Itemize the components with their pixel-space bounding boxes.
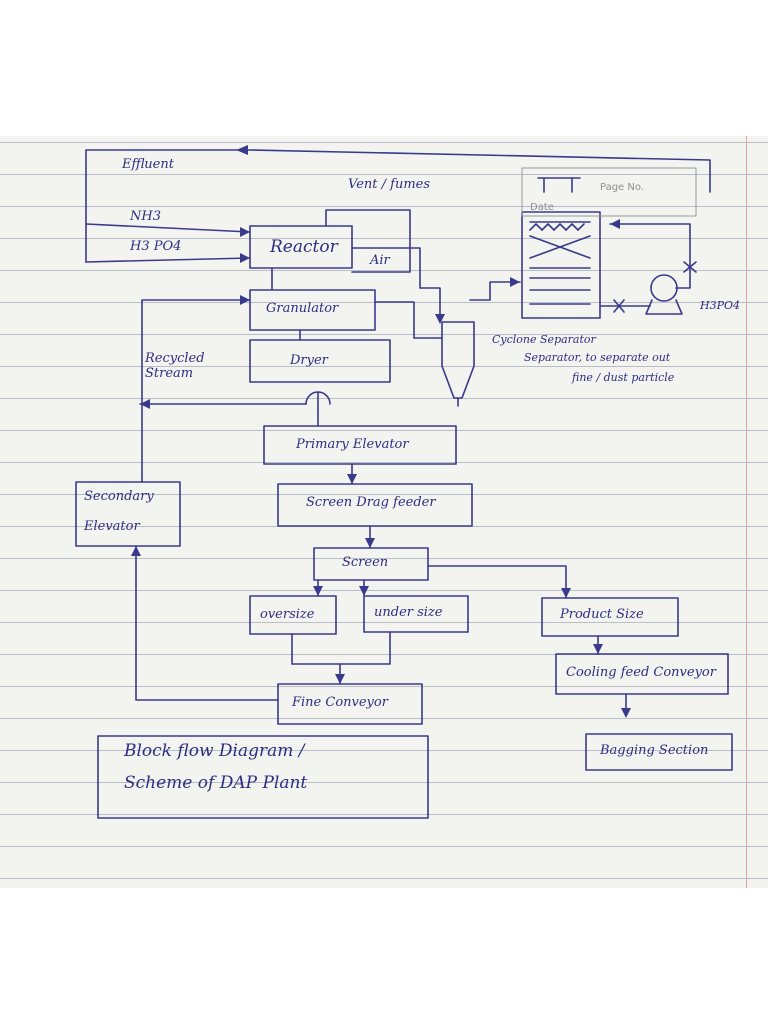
nh3-label: NH3 <box>130 210 161 225</box>
undersize-label: under size <box>374 606 442 621</box>
recycled-stream-line <box>142 300 250 476</box>
caption-line-1: Block flow Diagram / <box>124 742 305 762</box>
cyclone-separator <box>442 322 474 398</box>
reactor-label: Reactor <box>270 238 338 258</box>
pump <box>651 275 677 301</box>
h3po4-right-label: H3PO4 <box>700 300 740 313</box>
h3po4-feed-line <box>86 258 250 262</box>
granulator-label: Granulator <box>266 302 338 317</box>
caption-line-2: Scheme of DAP Plant <box>124 774 307 794</box>
oversize-label: oversize <box>260 608 314 623</box>
flow-diagram <box>0 136 768 888</box>
recycled-stream-label: Recycled Stream <box>145 352 225 382</box>
vent-line <box>326 210 410 272</box>
effluent-label: Effluent <box>122 158 174 173</box>
scrubber-tower <box>522 212 600 318</box>
granulator-cyclone-line <box>375 302 442 338</box>
primary-elevator-label: Primary Elevator <box>296 438 409 453</box>
cyclone-note-2: fine / dust particle <box>572 372 674 385</box>
burner-symbol <box>306 392 330 412</box>
air-line <box>352 248 440 322</box>
date-label: Date <box>530 202 554 213</box>
air-label: Air <box>370 254 390 269</box>
cyclone-separator-label: Cyclone Separator <box>492 334 596 347</box>
secondary-elevator-label-1: Secondary <box>84 490 154 505</box>
page-no-label: Page No. <box>600 182 644 193</box>
bagging-section-label: Bagging Section <box>600 744 708 759</box>
fine-return-line <box>136 546 278 700</box>
fine-conveyor-label: Fine Conveyor <box>292 696 388 711</box>
product-size-label: Product Size <box>560 608 644 623</box>
cooling-feed-conveyor-label: Cooling feed Conveyor <box>566 666 716 681</box>
dryer-label: Dryer <box>290 354 328 369</box>
nh3-feed-line <box>86 224 250 232</box>
h3po4-label: H3 PO4 <box>130 240 181 255</box>
screen-drag-feeder-label: Screen Drag feeder <box>306 496 436 511</box>
cyclone-note-1: Separator, to separate out <box>524 352 670 365</box>
secondary-elevator-label-2: Elevator <box>84 520 140 535</box>
vent-fumes-label: Vent / fumes <box>348 178 430 193</box>
screen-label: Screen <box>342 556 388 571</box>
